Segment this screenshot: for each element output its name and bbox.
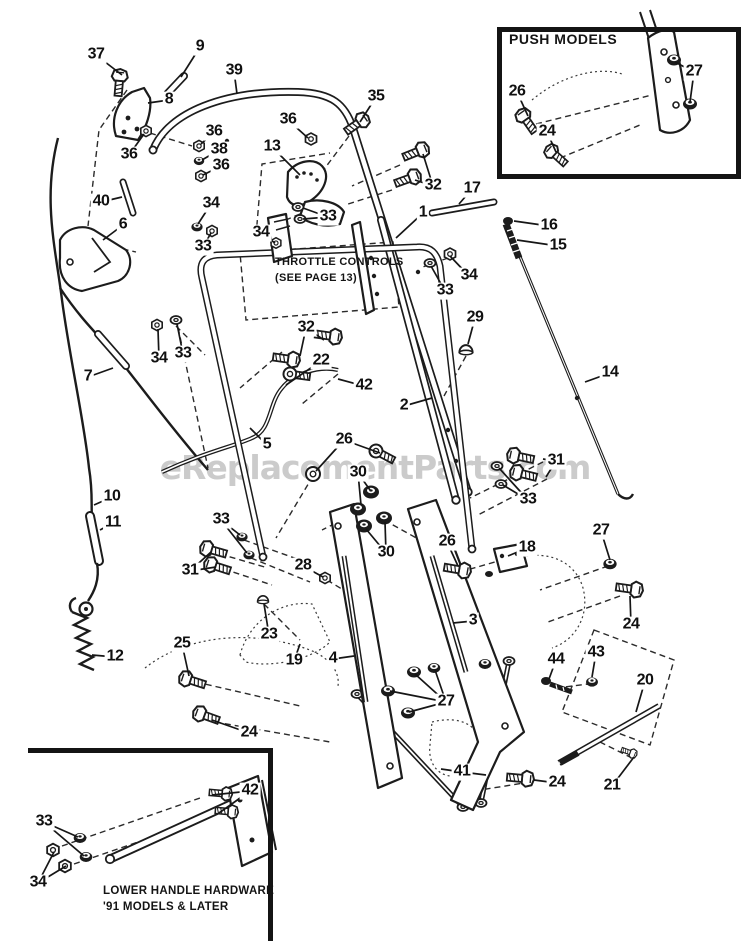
locknut-icon <box>193 156 205 166</box>
locknut-icon <box>427 663 441 673</box>
washer-icon <box>502 656 516 666</box>
throttle-controls-line1: THROTTLE CONTROLS <box>275 256 404 268</box>
nut-icon <box>195 169 207 183</box>
washer-icon <box>423 258 437 268</box>
carriage-bolt-icon <box>366 441 398 468</box>
locknut-icon <box>401 707 415 719</box>
grommet-icon <box>350 502 366 516</box>
lower-handle-title-line1: LOWER HANDLE HARDWARE <box>103 885 275 897</box>
cap-nut-icon <box>256 595 270 605</box>
bolt-icon <box>399 138 433 166</box>
carriage-bolt-icon <box>281 365 312 385</box>
locknut-icon <box>236 532 248 542</box>
cap-nut-icon <box>458 344 474 356</box>
bolt-icon <box>505 768 536 789</box>
washer-icon <box>291 202 305 212</box>
nut-icon <box>270 237 282 249</box>
push-models-inset-box <box>497 27 741 179</box>
nut-icon <box>304 132 318 146</box>
grommet-icon <box>356 519 372 533</box>
bolt-icon <box>313 325 345 347</box>
throttle-controls-line2: (SEE PAGE 13) <box>275 271 357 284</box>
nut-icon <box>443 247 457 261</box>
locknut-icon <box>407 666 421 678</box>
nut-icon <box>193 139 205 153</box>
nut-icon <box>318 571 332 585</box>
lower-handle-inset-box <box>28 748 273 941</box>
washer-icon <box>293 214 307 224</box>
washer-icon <box>490 461 504 471</box>
washer-icon <box>169 315 183 325</box>
handle-tubes <box>104 9 663 865</box>
bolt-icon <box>271 348 303 370</box>
nut-icon <box>206 224 218 238</box>
grommet-icon <box>363 485 379 499</box>
locknut-icon <box>586 677 598 687</box>
bolt-icon <box>189 702 223 730</box>
locknut-icon <box>243 550 255 560</box>
locknut-icon <box>478 659 492 669</box>
lower-handle-title: LOWER HANDLE HARDWARE '91 MODELS & LATER <box>103 884 274 915</box>
push-models-title: PUSH MODELS <box>509 31 618 47</box>
locknut-icon <box>381 685 395 697</box>
nut-icon <box>140 124 152 138</box>
nut-icon <box>151 318 163 332</box>
throttle-controls-note: THROTTLE CONTROLS (SEE PAGE 13) <box>275 255 404 287</box>
locknut-icon <box>191 222 203 232</box>
bolt-icon <box>391 165 425 193</box>
locknut-icon <box>603 558 617 570</box>
washer-icon <box>494 479 508 489</box>
lower-handle-title-line2: '91 MODELS & LATER <box>103 900 229 913</box>
bolt-icon <box>175 667 209 694</box>
ghost-outlines <box>144 70 623 777</box>
grommet-icon <box>376 511 392 525</box>
bolt-icon <box>200 553 234 580</box>
